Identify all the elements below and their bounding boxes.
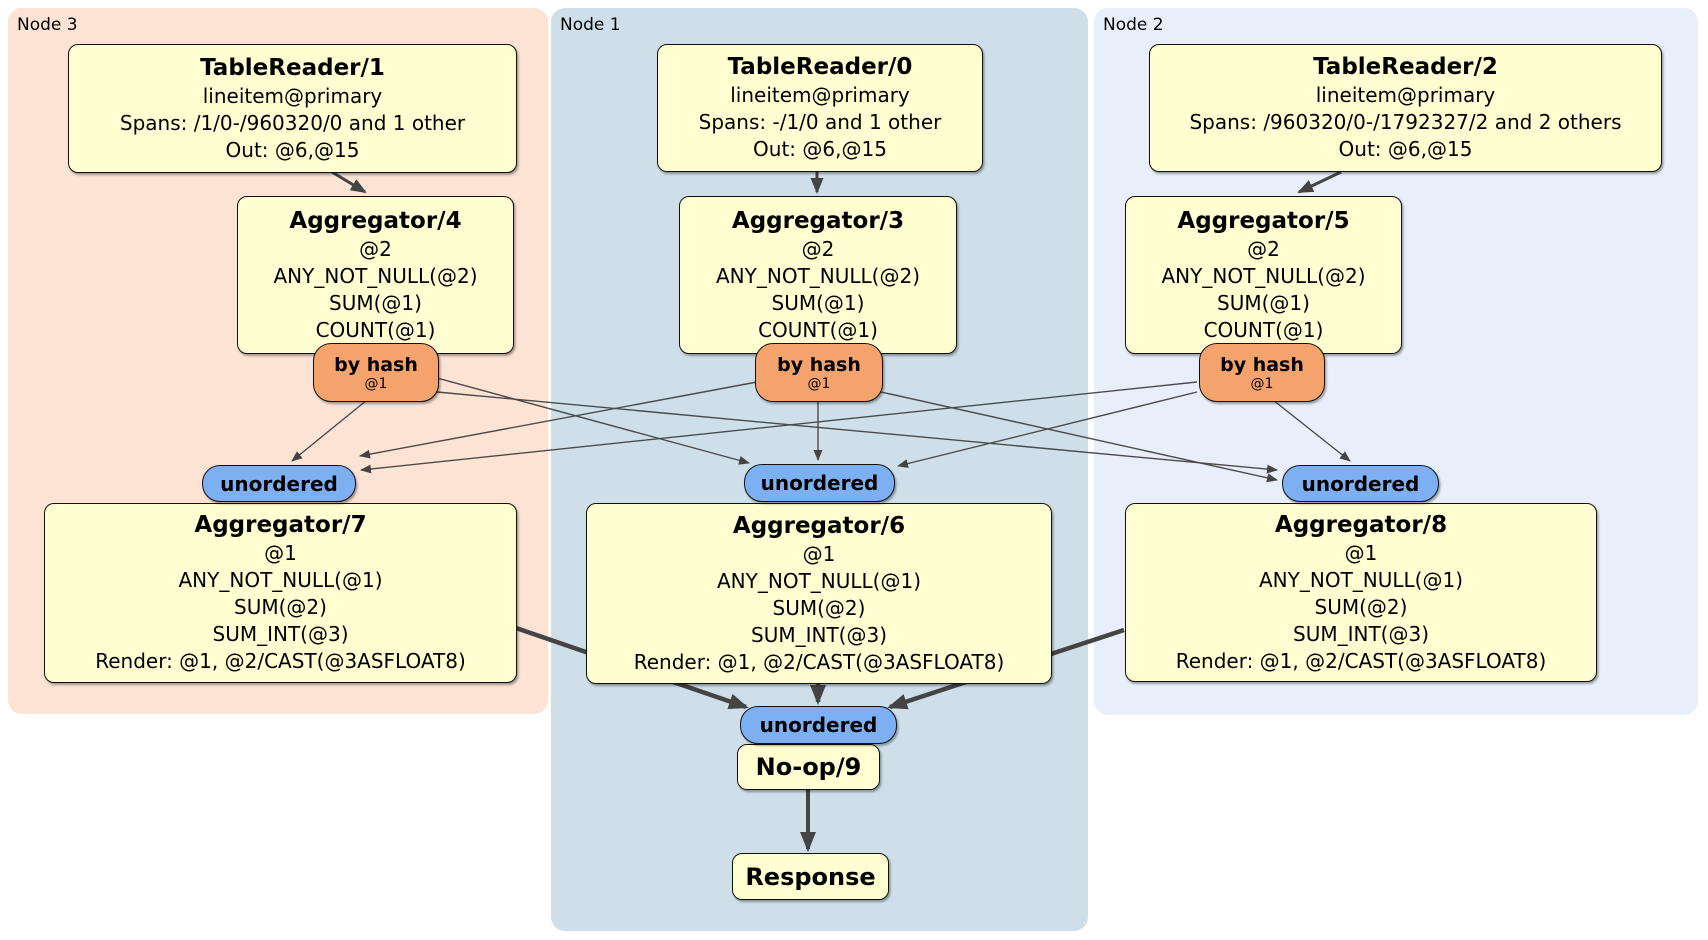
sync-unordered-center: unordered [744, 464, 895, 502]
processor-aggregator-7: Aggregator/7 @1 ANY_NOT_NULL(@1) SUM(@2)… [44, 503, 517, 683]
processor-line: Spans: /960320/0-/1792327/2 and 2 others [1189, 110, 1622, 134]
processor-line: SUM_INT(@3) [1293, 621, 1429, 646]
processor-line: Render: @1, @2/CAST(@3ASFLOAT8) [633, 649, 1005, 674]
processor-line: lineitem@primary [730, 83, 910, 107]
processor-title: Aggregator/4 [289, 207, 462, 234]
processor-aggregator-4: Aggregator/4 @2 ANY_NOT_NULL(@2) SUM(@1)… [237, 196, 514, 354]
processor-line: SUM_INT(@3) [751, 622, 887, 647]
router-by-hash-center: by hash @1 [755, 343, 883, 402]
edge [436, 377, 750, 465]
processor-aggregator-5: Aggregator/5 @2 ANY_NOT_NULL(@2) SUM(@1)… [1125, 196, 1402, 354]
processor-line: Spans: /1/0-/960320/0 and 1 other [119, 110, 466, 135]
processor-line: SUM(@2) [234, 595, 327, 619]
sync-unordered-final: unordered [740, 706, 897, 744]
processor-line: Spans: -/1/0 and 1 other [698, 110, 942, 134]
processor-title: No-op/9 [755, 753, 862, 781]
region-node2-label: Node 2 [1103, 15, 1164, 35]
processor-title: Aggregator/3 [731, 207, 905, 234]
processor-line: Out: @6,@15 [753, 137, 887, 161]
edge [360, 381, 1198, 474]
sync-label: unordered [760, 471, 879, 495]
router-label: by hash [777, 353, 861, 376]
sync-label: unordered [220, 471, 338, 496]
router-key: @1 [1250, 375, 1274, 392]
edge [331, 170, 367, 194]
processor-noop-9: No-op/9 [737, 744, 880, 790]
processor-line: ANY_NOT_NULL(@1) [717, 568, 921, 593]
router-by-hash-left: by hash @1 [313, 343, 439, 402]
processor-tablereader-1: TableReader/1 lineitem@primary Spans: /1… [68, 44, 517, 173]
router-by-hash-right: by hash @1 [1199, 343, 1325, 402]
processor-line: ANY_NOT_NULL(@1) [1259, 567, 1463, 592]
processor-title: Response [745, 862, 876, 891]
processor-line: @2 [1247, 236, 1280, 261]
processor-line: Render: @1, @2/CAST(@3ASFLOAT8) [95, 649, 466, 673]
processor-line: SUM(@1) [771, 290, 865, 315]
edge [436, 391, 1278, 474]
processor-title: TableReader/1 [200, 54, 385, 81]
processor-line: SUM(@1) [329, 290, 422, 315]
processor-line: @2 [359, 236, 392, 261]
processor-line: ANY_NOT_NULL(@2) [1161, 263, 1366, 288]
processor-title: Aggregator/7 [194, 512, 367, 538]
sync-label: unordered [1301, 471, 1420, 496]
processor-title: TableReader/0 [727, 54, 913, 80]
processor-line: @1 [802, 541, 836, 566]
sync-label: unordered [759, 713, 878, 737]
processor-line: ANY_NOT_NULL(@1) [178, 568, 383, 592]
processor-line: SUM(@1) [1217, 290, 1310, 315]
processor-line: ANY_NOT_NULL(@2) [273, 263, 478, 288]
processor-aggregator-8: Aggregator/8 @1 ANY_NOT_NULL(@1) SUM(@2)… [1125, 503, 1597, 682]
processor-tablereader-2: TableReader/2 lineitem@primary Spans: /9… [1149, 44, 1662, 172]
edge [1297, 170, 1342, 194]
processor-line: lineitem@primary [1315, 83, 1496, 107]
processor-line: @1 [1344, 540, 1378, 565]
edge [291, 399, 368, 462]
processor-line: COUNT(@1) [1203, 317, 1324, 342]
region-node1-label: Node 1 [560, 15, 621, 35]
processor-title: Aggregator/8 [1274, 511, 1448, 538]
router-label: by hash [334, 353, 418, 376]
edge [359, 381, 758, 459]
response-box: Response [732, 853, 889, 900]
processor-line: SUM_INT(@3) [212, 622, 349, 646]
processor-line: ANY_NOT_NULL(@2) [716, 263, 920, 288]
processor-line: @1 [264, 541, 297, 565]
processor-tablereader-0: TableReader/0 lineitem@primary Spans: -/… [657, 44, 983, 172]
processor-line: COUNT(@1) [315, 317, 436, 342]
processor-line: @2 [801, 236, 835, 261]
region-node3-label: Node 3 [17, 15, 78, 35]
edge [880, 391, 1278, 483]
edge [897, 391, 1198, 468]
processor-line: Render: @1, @2/CAST(@3ASFLOAT8) [1175, 648, 1547, 673]
router-label: by hash [1220, 353, 1304, 376]
processor-line: Out: @6,@15 [1338, 137, 1473, 161]
processor-aggregator-3: Aggregator/3 @2 ANY_NOT_NULL(@2) SUM(@1)… [679, 196, 957, 354]
processor-line: lineitem@primary [202, 83, 383, 108]
processor-title: TableReader/2 [1313, 54, 1498, 80]
processor-line: SUM(@2) [772, 595, 866, 620]
processor-line: COUNT(@1) [758, 317, 878, 342]
processor-line: Out: @6,@15 [225, 137, 360, 162]
sync-unordered-left: unordered [202, 465, 356, 502]
edge [1272, 399, 1351, 462]
sync-unordered-right: unordered [1282, 465, 1439, 502]
processor-title: Aggregator/5 [1177, 207, 1350, 234]
router-key: @1 [807, 375, 831, 392]
processor-title: Aggregator/6 [732, 512, 906, 539]
processor-line: SUM(@2) [1314, 594, 1408, 619]
processor-aggregator-6: Aggregator/6 @1 ANY_NOT_NULL(@1) SUM(@2)… [586, 503, 1052, 684]
router-key: @1 [364, 375, 388, 392]
